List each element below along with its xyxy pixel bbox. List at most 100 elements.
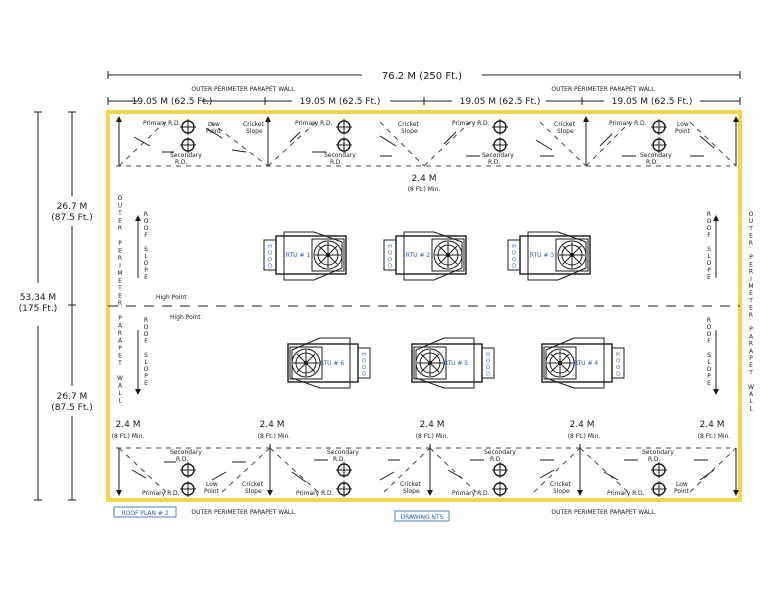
roof-slope-letter: E [707,274,711,281]
left-wall-letter: L [118,398,122,405]
hood-letter: O [388,257,392,263]
hood-letter: H [486,352,490,358]
right-wall-letter: T [748,297,753,304]
cricket-label: Cricket [400,481,422,488]
cricket-label: Cricket [550,481,572,488]
clearance-m-label: 2.4 M [260,420,285,430]
roof-slope-letter: F [707,338,711,345]
hood-letter: H [388,244,392,250]
segment-label-1: 19.05 M (62.5 Ft.) [132,97,213,107]
secondary-label: Secondary [170,449,202,456]
primary-roof-drain-icon [336,481,352,497]
secondary-roof-drain-icon [651,137,667,153]
left-wall-letter: P [118,240,122,247]
clearance-ft-label: (8 Ft.) Min. [568,433,601,440]
secondary-rd-label: R.D. [646,159,658,166]
secondary-roof-drain-icon [492,137,508,153]
left-wall-letter: P [118,315,122,322]
top-wall-label-right: OUTER PERIMETER PARAPET WALL [551,86,655,93]
left-wall-letter: A [118,383,123,390]
roof-slope-letter: S [144,352,148,359]
left-wall-letter: T [117,285,122,292]
left-wall-letter: M [117,270,122,277]
drawing-nts-label: DRAWING NTS [400,514,443,521]
roof-plan-label: ROOF PLAN # 2 [121,510,169,517]
clearance-m-label: 2.4 M [420,420,445,430]
roof-slope-letter: S [707,352,711,359]
roof-slope-letter: O [707,324,712,331]
roof-slope-letter: O [144,331,149,338]
secondary-label: Secondary [482,152,514,159]
roof-slope-letter: F [707,232,711,239]
primary-roof-drain-icon [651,481,667,497]
roof-slope-letter: S [707,246,711,253]
secondary-label: Secondary [484,449,516,456]
slope-label: Slope [245,488,262,495]
clearance-ft-label: (8 Ft.) Min. [698,433,731,440]
right-wall-letter: E [749,305,753,312]
slope-label: Slope [401,128,418,135]
right-wall-letter: E [749,233,753,240]
point-label: Point [204,488,220,495]
roof-slope-letter: O [707,331,712,338]
secondary-label: Secondary [327,449,359,456]
left-wall-letter: E [118,278,122,285]
hood-letter: H [362,352,366,358]
hood-letter: H [268,244,272,250]
segment-dimensions: 19.05 M (62.5 Ft.) 19.05 M (62.5 Ft.) 19… [107,97,741,107]
right-wall-letter: A [749,348,754,355]
left-wall-letter: I [119,263,121,270]
hood-letter: O [268,257,272,263]
right-wall-letter: P [749,254,753,261]
primary-roof-drain-icon [180,481,196,497]
segment-label-4: 19.05 M (62.5 Ft.) [612,97,693,107]
secondary-label: Secondary [170,152,202,159]
clearance-ft-label: (8 Ft.) Min. [112,433,145,440]
roof-slope-letter: F [144,338,148,345]
left-wall-letter: E [118,218,122,225]
secondary-roof-drain-icon [651,462,667,478]
roof-slope-letter: R [707,317,711,324]
hood-letter: O [486,365,490,371]
hood-letter: O [268,251,272,257]
roof-slope-letter: P [144,373,148,380]
left-wall-letter: U [118,203,122,210]
top-drainage-band [116,116,739,167]
roof-slope-letter: O [144,366,149,373]
right-wall-letter: R [749,312,753,319]
segment-label-3: 19.05 M (62.5 Ft.) [460,97,541,107]
right-wall-letter: L [749,398,753,405]
roof-slope-letter: F [144,232,148,239]
roof-slope-letter: R [144,317,148,324]
secondary-rd-label: R.D. [176,456,188,463]
roof-slope-letter: O [144,260,149,267]
total-height-m: 53.34 M [20,293,56,303]
right-wall-letter: A [749,391,754,398]
hood-letter: D [268,264,272,270]
left-wall-letter: P [118,345,122,352]
secondary-rd-label: R.D. [333,456,345,463]
left-wall-letter: R [118,330,122,337]
point-label: Point [674,488,690,495]
roof-slope-letter: R [707,211,711,218]
right-wall-letter: I [750,276,752,283]
roof-slope-letter: O [144,225,149,232]
cricket-label: Cricket [243,121,265,128]
rtu-label: RTU # 2 [406,252,431,259]
right-wall-letter: R [749,269,753,276]
secondary-label: Secondary [640,152,672,159]
clearance-ft-label: (8 Ft.) Min. [416,433,449,440]
right-wall-letter: P [749,355,753,362]
bottom-half-height-ft: (87.5 Ft.) [51,403,93,413]
cricket-label: Cricket [554,121,576,128]
left-wall-letter: T [117,360,122,367]
left-wall-letter: R [118,255,122,262]
hood-letter: O [388,251,392,257]
